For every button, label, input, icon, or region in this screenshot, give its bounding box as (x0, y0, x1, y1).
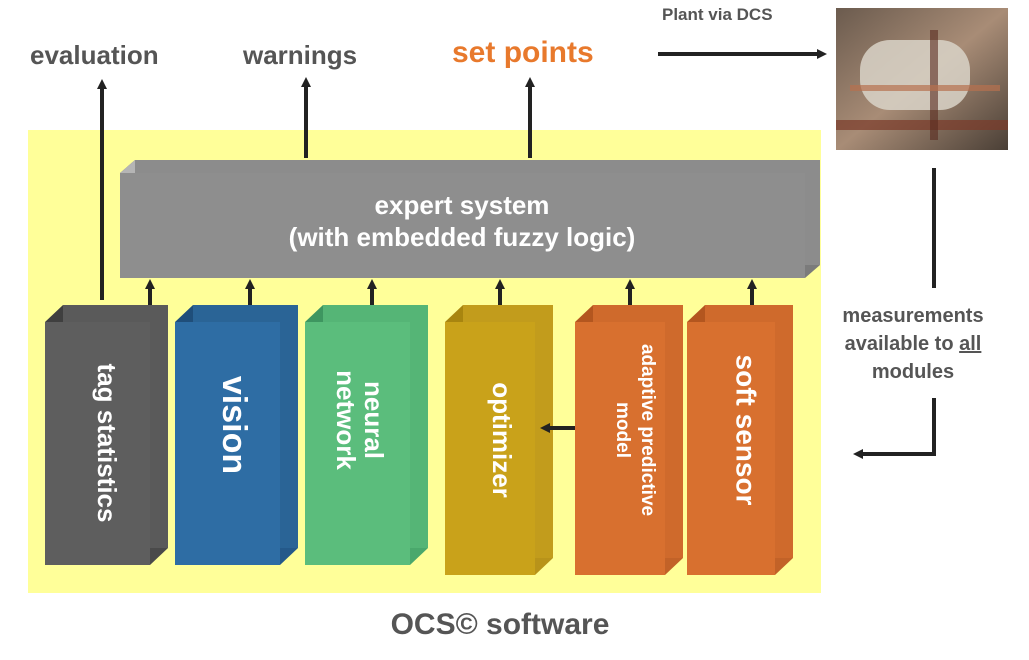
software-caption: OCS© software (391, 608, 610, 641)
set-points-label: set points (452, 36, 594, 69)
plant-image (836, 8, 1008, 150)
module-soft-sensor (687, 305, 793, 575)
warnings-label: warnings (242, 40, 357, 70)
measurements-line2: available to all (845, 333, 982, 355)
measurements-return-arrow (853, 398, 936, 459)
module-adaptive-predictive-model (575, 305, 683, 575)
module-optimizer (445, 305, 553, 575)
expert-system-subtitle: (with embedded fuzzy logic) (289, 222, 636, 252)
expert-system-block (120, 160, 820, 278)
adaptive-label-line1: adaptive predictive (637, 344, 658, 516)
neural-network-label-line1: neural (359, 381, 389, 459)
module-tag-statistics (45, 305, 168, 565)
adaptive-label-line2: model (612, 402, 633, 458)
optimizer-label: optimizer (487, 382, 517, 498)
tag-statistics-label: tag statistics (92, 364, 122, 523)
all-emphasis: all (959, 333, 981, 355)
measurements-line3: modules (872, 361, 954, 383)
plant-label: Plant via DCS (662, 5, 773, 24)
module-vision (175, 305, 298, 565)
measurements-line1: measurements (842, 305, 983, 327)
module-neural-network (305, 305, 428, 565)
evaluation-label: evaluation (30, 40, 159, 70)
soft-sensor-label: soft sensor (731, 355, 762, 506)
neural-network-label-line2: network (331, 370, 361, 470)
vision-label: vision (215, 376, 253, 474)
expert-system-title: expert system (375, 190, 550, 220)
